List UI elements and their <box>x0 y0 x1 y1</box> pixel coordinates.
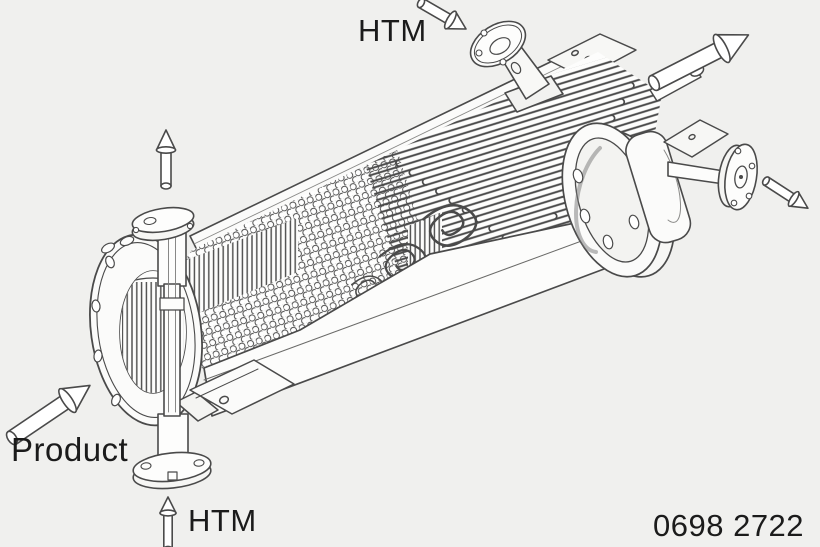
head-top-flange <box>131 206 195 242</box>
rear-nozzle-outlet-arrow <box>761 176 809 210</box>
rear-head-bracket <box>663 119 729 158</box>
rear-nozzle <box>667 143 758 211</box>
straight-tube-field <box>355 52 662 290</box>
figure-number: 0698 2722 <box>653 508 804 543</box>
top-right-outlet-arrow <box>647 33 750 92</box>
htm-top-nozzle <box>469 20 564 113</box>
label-htm-bottom: HTM <box>188 503 257 538</box>
label-product: Product <box>11 431 128 468</box>
htm-bottom-inlet-arrow <box>159 496 177 547</box>
rear-head <box>625 130 692 244</box>
htm-top-inlet-arrow <box>416 0 467 30</box>
tube-sheet-fringe <box>186 212 442 318</box>
head-bottom-flange <box>132 451 212 490</box>
product-arrow <box>5 384 91 446</box>
head-vent-arrow <box>155 129 177 190</box>
front-support-foot <box>175 359 295 422</box>
head-dip-pipe <box>131 206 212 490</box>
htm-top-nozzle-flange <box>469 20 527 68</box>
rear-nozzle-flange <box>717 143 758 211</box>
label-htm-top: HTM <box>358 13 427 48</box>
